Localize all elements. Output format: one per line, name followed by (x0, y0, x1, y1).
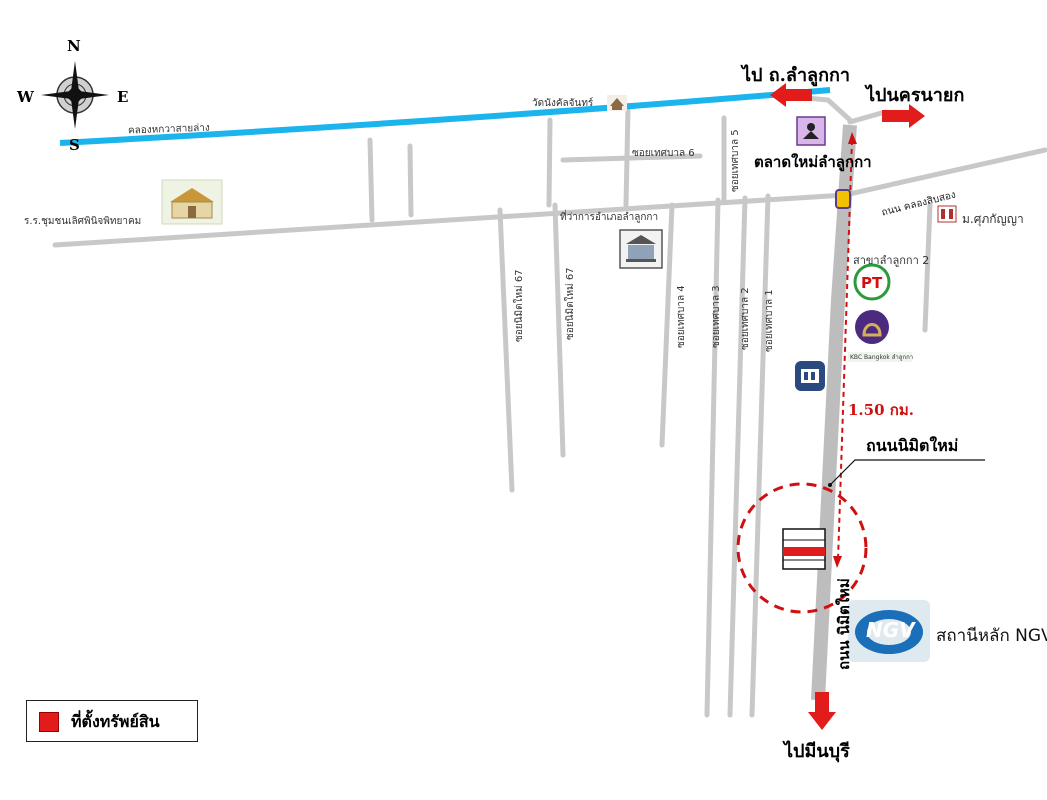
to-min-buri-label: ไปมีนบุรี (784, 741, 850, 762)
compass-west: W (17, 88, 34, 106)
arrow-left-icon (770, 83, 812, 107)
soi-tessaban-2-label: ซอยเทศบาล 2 (740, 287, 751, 350)
school-icon (161, 179, 223, 225)
temple-label: วัดนังคัลจันทร์ (532, 98, 594, 109)
svg-text:PT: PT (861, 274, 883, 292)
soi-nimit-67b-label: ซอยนิมิตใหม่ 67 (565, 267, 576, 340)
compass-rose-icon (41, 61, 109, 129)
shield-logo-icon (835, 189, 851, 209)
soi-tessaban-6-label: ซอยเทศบาล 6 (632, 148, 695, 159)
ngv-logo-icon (848, 600, 930, 662)
canal-label: คลองหกวาสายล่าง (127, 122, 210, 137)
market-icon (796, 116, 826, 146)
property-swatch (39, 712, 59, 732)
nimit-mai-road-label: ถนน นิมิตใหม่ (835, 578, 853, 670)
arrow-right-icon (882, 104, 925, 128)
school-label: ร.ร.ชุมชนเลิศพินิจพิทยาคม (24, 216, 142, 227)
compass-north: N (67, 37, 81, 55)
bank-branch-label: สาขาลำลูกกา 2 (853, 254, 930, 267)
canal-line (59, 87, 831, 146)
ngv-logo-text: NGV (866, 618, 915, 642)
to-lamlukka-label: ไป ถ.ลำลูกกา (742, 65, 850, 86)
bank-small-label: KBC Bangkok ลำลูกกา (850, 354, 914, 361)
nimit-mai-callout-label: ถนนนิมิตใหม่ (866, 436, 959, 455)
soi-nimit-67a-label: ซอยนิมิตใหม่ 67 (514, 269, 525, 342)
distance-label: 1.50 กม. (848, 401, 914, 419)
market-label: ตลาดใหม่ลำลูกกา (754, 153, 872, 171)
soi-tessaban-4-label: ซอยเทศบาล 4 (676, 285, 687, 348)
soi-tessaban-1-label: ซอยเทศบาล 1 (764, 289, 775, 352)
soi-tessaban-5-label: ซอยเทศบาล 5 (730, 129, 741, 192)
ngv-station-label: สถานีหลัก NGV (936, 626, 1047, 646)
legend-box: ที่ตั้งทรัพย์สิน (26, 700, 198, 742)
university-icon (937, 205, 957, 223)
compass-south: S (69, 136, 80, 154)
distance-line (837, 139, 853, 561)
bank-small-logo (848, 352, 912, 362)
compass-east: E (117, 88, 129, 106)
district-office-label: ที่ว่าการอำเภอลำลูกกา (560, 212, 659, 223)
bank-logo-icon (855, 310, 889, 344)
university-label: ม.ศุภกัญญา (962, 212, 1024, 226)
pt-station-icon: PT (853, 263, 891, 301)
arrow-down-icon (808, 692, 836, 730)
soi-tessaban-3-label: ซอยเทศบาล 3 (711, 285, 722, 348)
to-nakhon-nayok-label: ไปนครนายก (866, 85, 965, 106)
temple-icon (607, 95, 627, 111)
property-marker (782, 528, 826, 570)
gov-bank-icon (795, 361, 825, 391)
legend-label: ที่ตั้งทรัพย์สิน (71, 712, 160, 731)
government-building-icon (619, 229, 663, 269)
property-circle (736, 482, 868, 614)
